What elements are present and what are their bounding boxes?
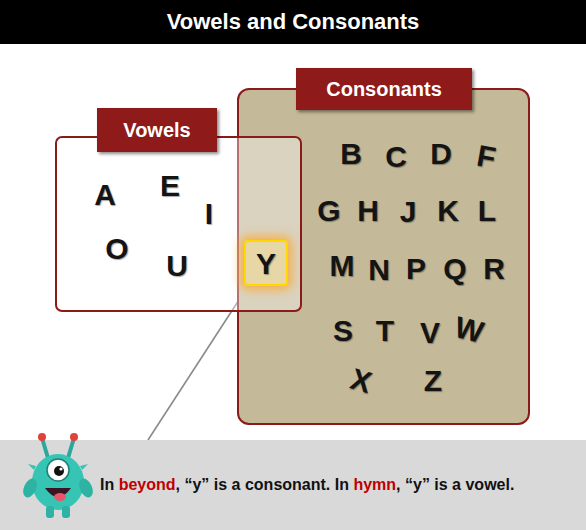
monster-illustration xyxy=(18,430,98,524)
letter: A xyxy=(94,180,116,210)
note-sentence: In beyond, “y” is a consonant. Inhymn, “y… xyxy=(100,475,514,494)
highlight-word: beyond xyxy=(119,476,176,493)
letter: K xyxy=(437,196,459,226)
letter: R xyxy=(483,254,505,284)
note-band: In beyond, “y” is a consonant. Inhymn, “y… xyxy=(0,440,586,530)
letter: O xyxy=(105,234,128,264)
title-bar: Vowels and Consonants xyxy=(0,0,586,44)
highlight-box: Y xyxy=(244,240,288,286)
title: Vowels and Consonants xyxy=(0,0,586,44)
letter: F xyxy=(474,141,497,174)
highlight-word: hymn xyxy=(353,476,396,493)
letter: M xyxy=(330,251,355,281)
letter: P xyxy=(406,254,426,284)
letter: X xyxy=(347,364,375,398)
letter: B xyxy=(340,139,362,169)
letter: Z xyxy=(424,366,442,396)
letter: N xyxy=(368,255,390,285)
vowels-region: VowelsAEIOUY xyxy=(55,136,302,312)
note-text: In xyxy=(100,476,114,493)
letter: E xyxy=(160,171,180,201)
letter: Q xyxy=(443,254,466,284)
letter: G xyxy=(317,196,340,226)
note-text: , “y” is a consonant. In xyxy=(176,476,349,493)
letter: S xyxy=(333,316,353,346)
letter: D xyxy=(430,139,452,169)
letter: W xyxy=(452,312,487,348)
letter: C xyxy=(385,142,407,172)
letter: H xyxy=(357,196,379,226)
letter: T xyxy=(376,316,394,346)
letter: J xyxy=(400,197,417,227)
letter: L xyxy=(478,196,496,226)
note-text: , “y” is a vowel. xyxy=(396,476,514,493)
region-heading: Consonants xyxy=(296,68,472,110)
letter: U xyxy=(166,251,188,281)
letter: V xyxy=(420,318,440,348)
letter: Y xyxy=(256,249,276,279)
letter: I xyxy=(205,199,213,229)
region-heading: Vowels xyxy=(97,108,217,152)
